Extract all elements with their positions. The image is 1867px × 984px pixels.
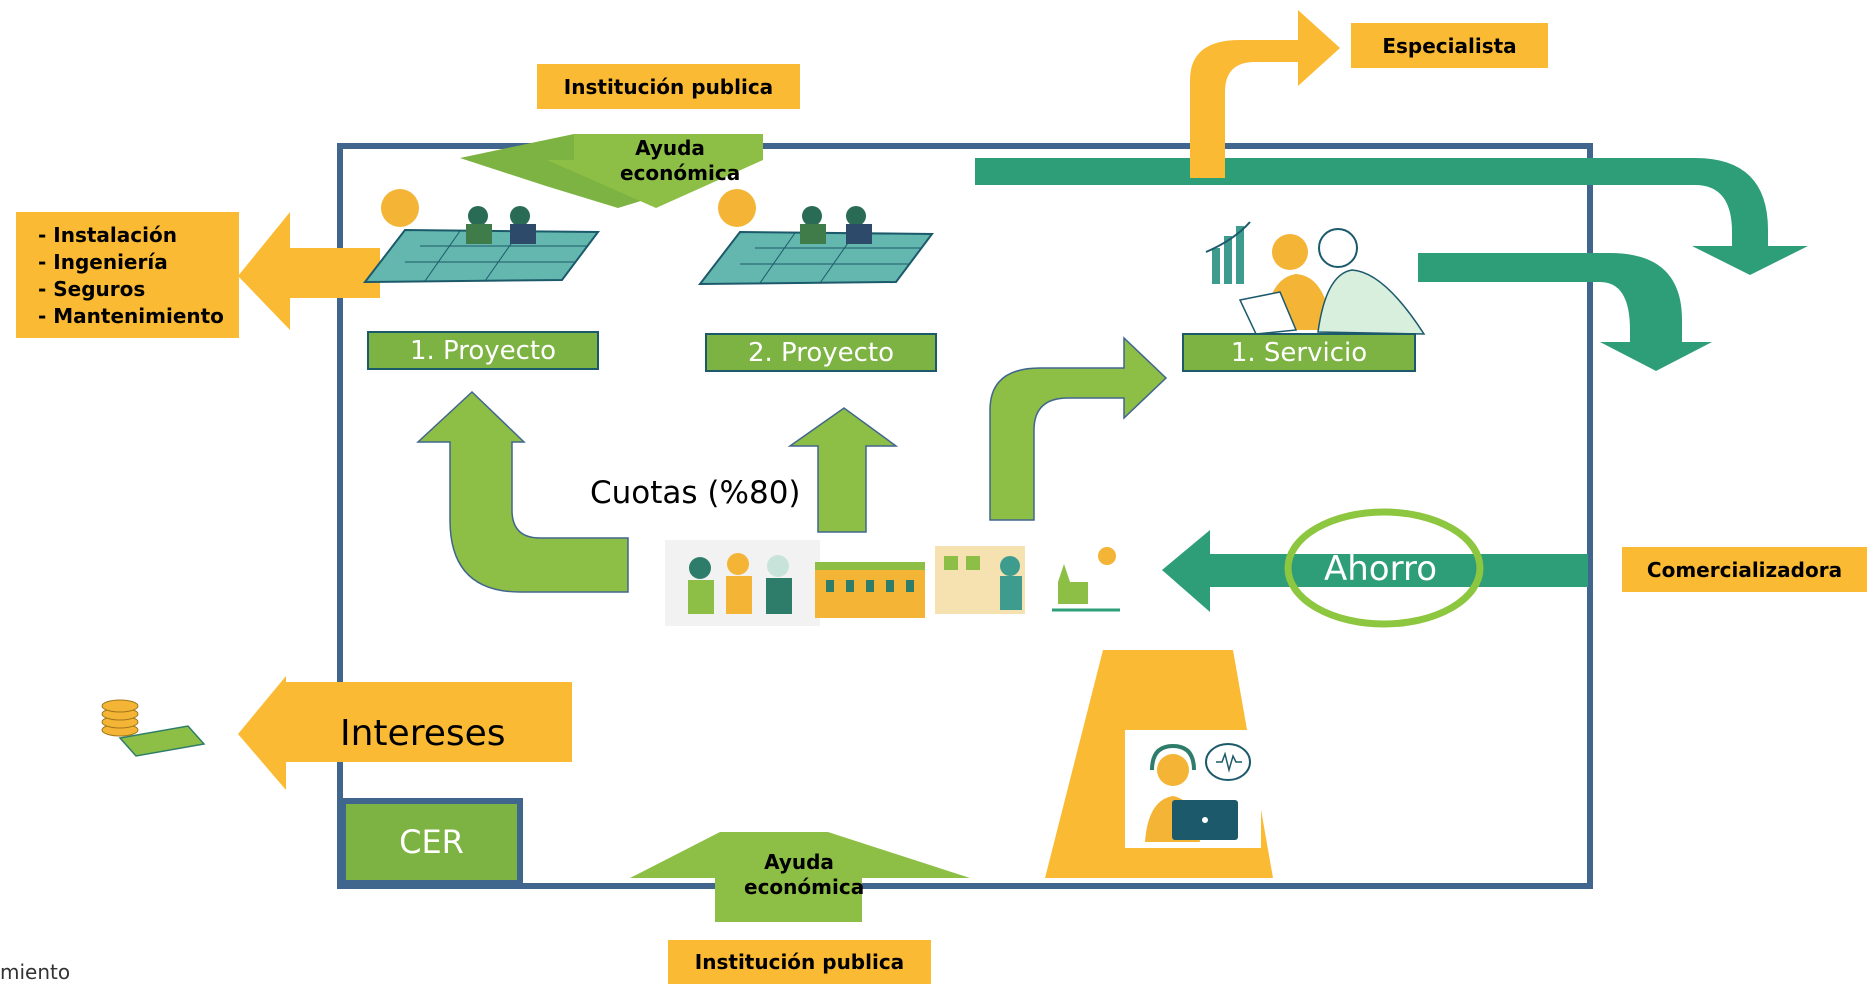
fees-arrow-project-1 [416, 390, 629, 593]
interest-arrow [238, 676, 572, 790]
community-people-icon [665, 540, 820, 626]
aid-arrow-bottom [630, 832, 970, 922]
specialist-label: Especialista [1351, 23, 1548, 68]
neighborhood-people-icon [935, 546, 1025, 614]
cut-off-text: miento [0, 960, 71, 984]
solar-panel-icon [697, 206, 934, 286]
aid-arrow-top-shape [547, 134, 763, 208]
sun-icon [718, 189, 756, 227]
project-2-label: 2. Proyecto [705, 333, 937, 372]
fees-arrow-service-1 [989, 336, 1168, 521]
buildings-icon [815, 562, 925, 618]
bottom-institution-label: Institución publica [668, 940, 931, 984]
fees-arrow-project-2 [787, 407, 899, 533]
cer-box: CER [340, 798, 523, 886]
consulting-people-icon [1205, 221, 1426, 335]
solar-panel-icon [362, 206, 600, 284]
services-arrow [238, 212, 380, 330]
sun-icon [381, 189, 419, 227]
top-institution-label: Institución publica [537, 64, 800, 109]
retailer-label: Comercializadora [1622, 547, 1867, 592]
savings-ring [1284, 508, 1484, 628]
teal-outflow-arrow-top [975, 158, 1808, 275]
service-item: - Seguros [38, 277, 146, 301]
service-item: - Ingeniería [38, 250, 168, 274]
services-list: - Instalación - Ingeniería - Seguros - M… [16, 212, 239, 338]
interest-label: Intereses [340, 713, 506, 754]
project-1-label: 1. Proyecto [367, 331, 599, 370]
savings-arrow [1162, 530, 1588, 612]
factory-icon [1052, 547, 1120, 612]
teal-outflow-arrow-service [1418, 253, 1712, 371]
service-item: - Instalación [38, 223, 177, 247]
service-1-label: 1. Servicio [1182, 333, 1416, 372]
cer-frame [337, 143, 1593, 889]
money-icon [101, 699, 206, 757]
fees-label: Cuotas (%80) [590, 475, 801, 511]
savings-label: Ahorro [1324, 549, 1438, 589]
specialist-arrow [1190, 10, 1340, 178]
service-item: - Mantenimiento [38, 304, 224, 328]
call-center-agent-icon [1145, 743, 1251, 842]
